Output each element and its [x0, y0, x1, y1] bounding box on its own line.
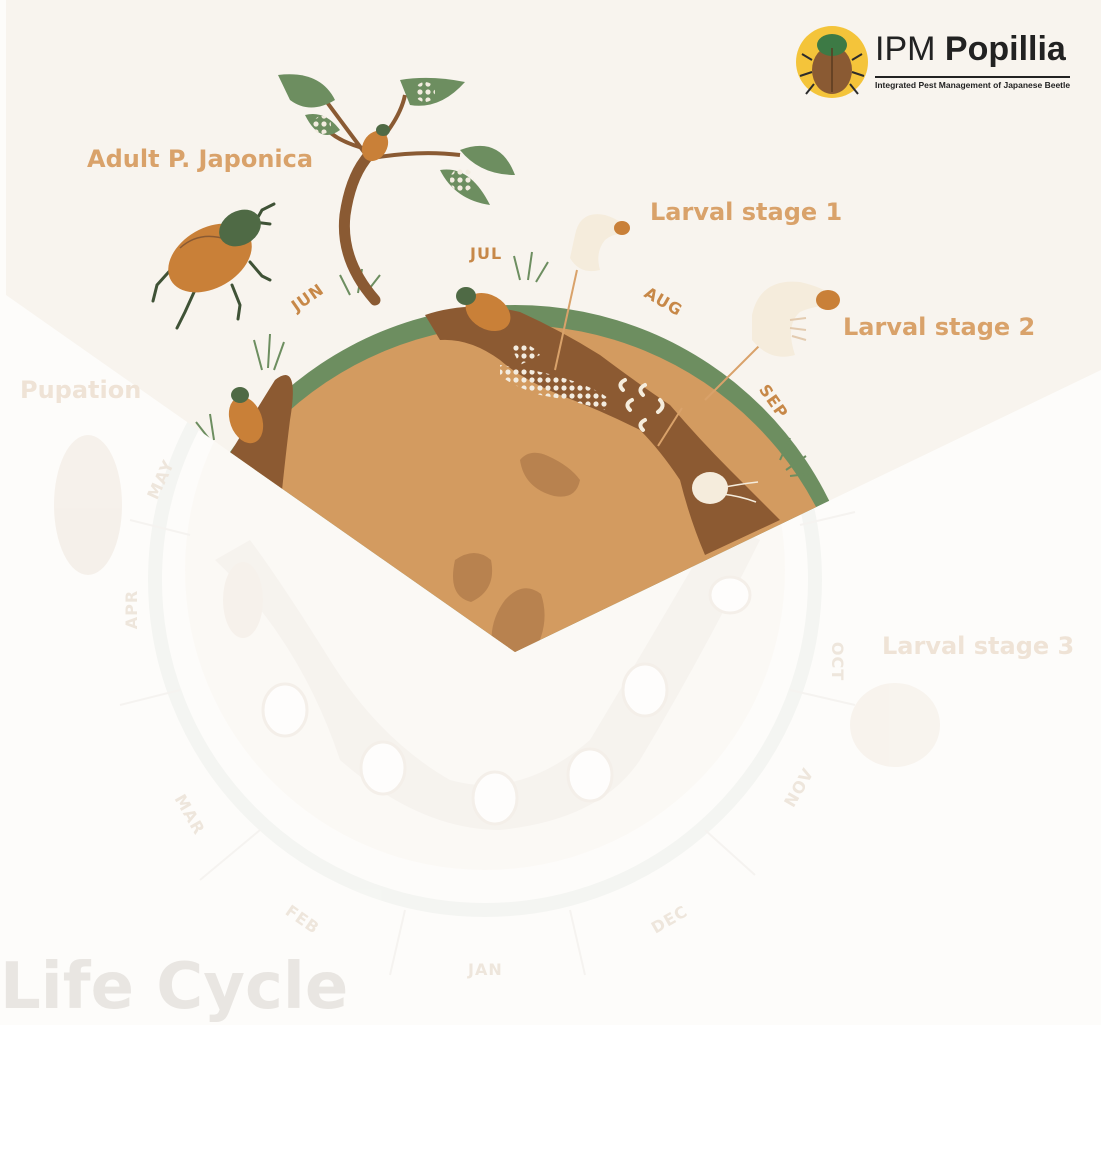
- logo-title: IPM Popillia: [875, 30, 1066, 69]
- logo-title-plain: IPM: [875, 30, 945, 68]
- month-jan: JAN: [468, 960, 503, 979]
- larval-stage-1-label: Larval stage 1: [650, 198, 842, 226]
- month-oct: OCT: [828, 642, 847, 681]
- logo-title-bold: Popillia: [945, 30, 1066, 68]
- ipm-popillia-logo: IPM Popillia Integrated Pest Management …: [795, 20, 1075, 108]
- month-apr: APR: [122, 590, 141, 629]
- larval-stage-3-label: Larval stage 3: [882, 632, 1074, 660]
- pupation-label: Pupation: [20, 376, 141, 404]
- month-jul: JUL: [470, 244, 502, 263]
- logo-subtitle: Integrated Pest Management of Japanese B…: [875, 76, 1070, 90]
- life-cycle-title: Life Cycle: [0, 950, 348, 1024]
- adult-stage-label: Adult P. Japonica: [87, 145, 313, 173]
- larval-stage-2-label: Larval stage 2: [843, 313, 1035, 341]
